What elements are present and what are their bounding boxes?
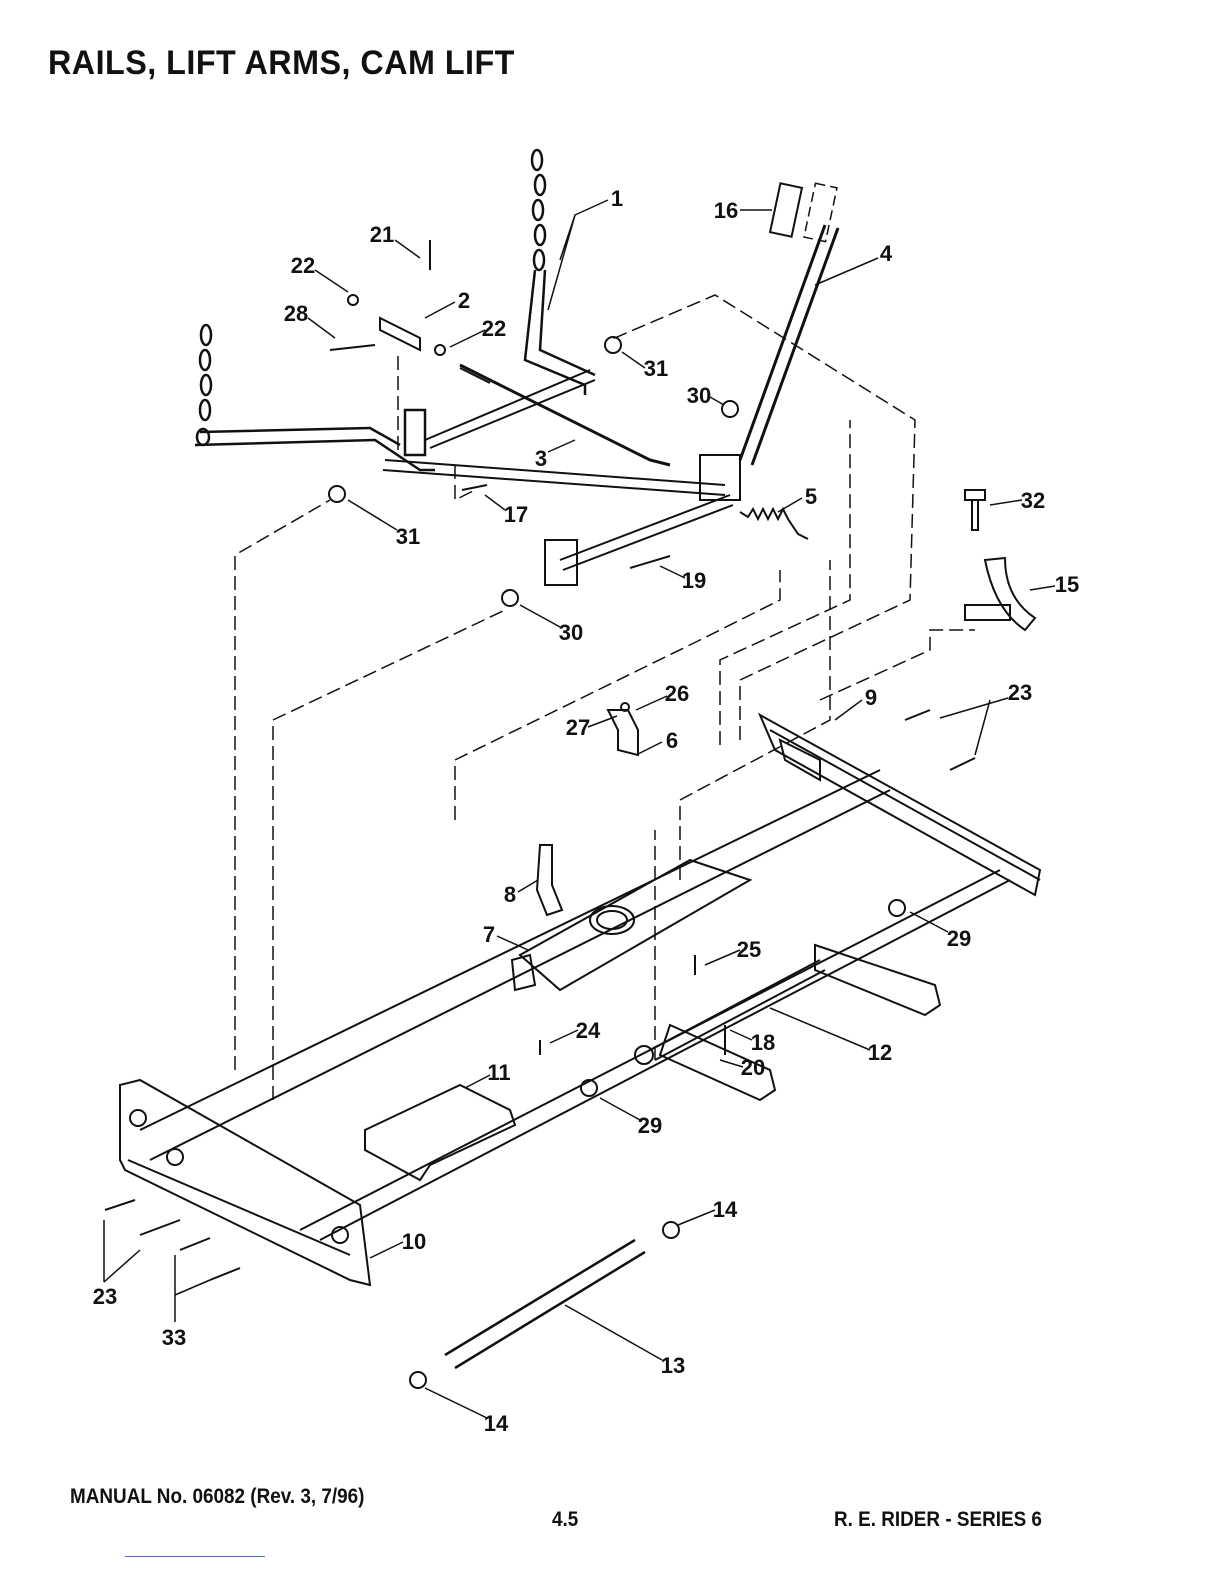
callout: 29: [947, 926, 971, 951]
callout: 4: [880, 241, 893, 266]
callout: 22: [291, 253, 315, 278]
callout: 31: [644, 356, 668, 381]
lift-handle: [544, 224, 840, 586]
carriage-bolt: [964, 489, 986, 531]
page-number: 4.5: [552, 1508, 579, 1531]
callout: 26: [665, 681, 689, 706]
callout: 14: [713, 1197, 738, 1222]
handle-grip: [768, 182, 804, 238]
callout: 19: [682, 568, 706, 593]
callout: 33: [162, 1325, 186, 1350]
cam-lift: [364, 1083, 517, 1182]
page-title: RAILS, LIFT ARMS, CAM LIFT: [48, 44, 515, 82]
callout: 1: [611, 186, 623, 211]
callout: 13: [661, 1353, 685, 1378]
assembly-dashed-lines: [234, 294, 975, 1100]
callout: 8: [504, 882, 516, 907]
divider: [125, 1556, 265, 1557]
callout: 3: [535, 446, 547, 471]
manual-number: MANUAL No. 06082 (Rev. 3, 7/96): [70, 1485, 365, 1508]
callout: 31: [396, 524, 420, 549]
callout: 16: [714, 198, 738, 223]
pivot-rod: [444, 1238, 646, 1370]
callout: 32: [1021, 488, 1045, 513]
callout: 25: [737, 937, 761, 962]
callout: 12: [868, 1040, 892, 1065]
lift-chain-right: [523, 148, 596, 395]
callout: 10: [402, 1229, 426, 1254]
callout-numbers: 1 16 21 4 22 2 28 22 31 30 3 5 17 32 31 …: [93, 186, 1079, 1436]
series-name: R. E. RIDER - SERIES 6: [834, 1508, 1042, 1531]
callout: 24: [576, 1018, 601, 1043]
callout: 20: [741, 1055, 765, 1080]
callout: 7: [483, 922, 495, 947]
callout: 5: [805, 484, 817, 509]
hardware: [104, 240, 976, 1389]
callout: 23: [93, 1284, 117, 1309]
leader-lines: [103, 199, 1056, 1419]
lift-shaft: [382, 369, 734, 571]
bracket-6: [606, 709, 639, 757]
callout: 15: [1055, 572, 1079, 597]
bracket-8: [535, 844, 564, 917]
spring: [739, 506, 809, 540]
callout: 28: [284, 301, 308, 326]
lift-rod: [459, 363, 671, 467]
callout: 21: [370, 222, 394, 247]
center-bracket: [518, 858, 753, 992]
front-axle: [634, 943, 942, 1102]
callout: 30: [687, 383, 711, 408]
callout: 22: [482, 316, 506, 341]
callout: 27: [566, 715, 590, 740]
callout: 11: [487, 1060, 510, 1085]
lift-chain-left: [194, 323, 435, 472]
callout: 9: [865, 685, 877, 710]
callout: 18: [751, 1030, 775, 1055]
callout: 14: [484, 1411, 509, 1436]
callout: 17: [504, 502, 528, 527]
quadrant-bracket: [964, 556, 1037, 632]
grip-outline: [803, 182, 838, 243]
callout: 6: [666, 728, 678, 753]
side-rails: [139, 769, 1011, 1241]
front-rail: [119, 1078, 372, 1287]
callout: 29: [638, 1113, 662, 1138]
rear-rail: [757, 712, 1042, 897]
callout: 30: [559, 620, 583, 645]
callout: 23: [1008, 680, 1032, 705]
callout: 2: [458, 288, 470, 313]
